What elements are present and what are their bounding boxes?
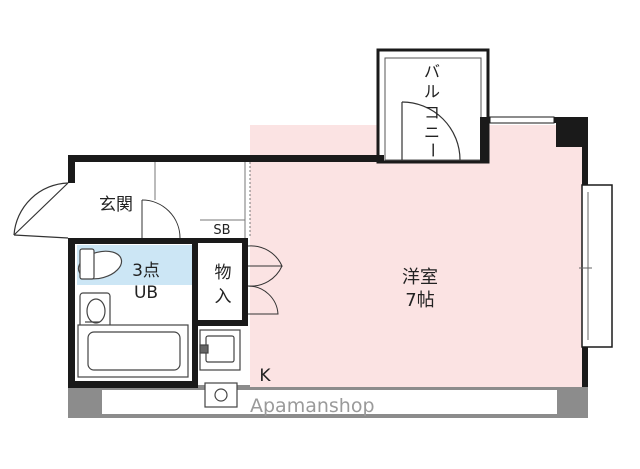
balcony-door [401,101,461,161]
toilet-fixture [77,248,123,280]
partition-lines [154,162,251,238]
unit-bath-label-line2: UB [134,283,158,303]
western-room-floor [250,125,582,387]
stove-burner [204,382,238,408]
sink-fixture [79,292,111,330]
unit-bath-label-line1: 3点 [132,261,160,281]
entrance-label: 玄関 [99,195,133,215]
kitchen-sink [199,329,241,371]
side-window [579,184,613,348]
balcony-char: バ [424,62,440,81]
balcony-char: ル [424,82,440,101]
bathtub-fixture [77,324,189,378]
western-room-label-line2: 7帖 [405,290,434,311]
closet-doors [247,245,283,315]
balcony-window [489,116,555,124]
balcony-char: コ [424,103,440,122]
balcony-label: バ ル コ ニ ー [423,62,442,158]
base-inner-strip [102,390,557,414]
interior-walls [68,238,248,328]
closet-label-line1: 物 [215,263,232,283]
closet-label-line2: 入 [215,287,232,307]
watermark: Apamanshop [250,395,375,417]
entrance-door [13,182,69,239]
bath-door [141,199,181,239]
western-room-label-line1: 洋室 [402,267,438,288]
balcony-char: ー [423,142,442,158]
shoe-box-label: SB [213,223,230,238]
kitchen-label: K [259,366,271,386]
balcony-char: ニ [424,123,440,142]
balcony-inner [384,57,482,161]
balcony-outline [376,48,490,164]
